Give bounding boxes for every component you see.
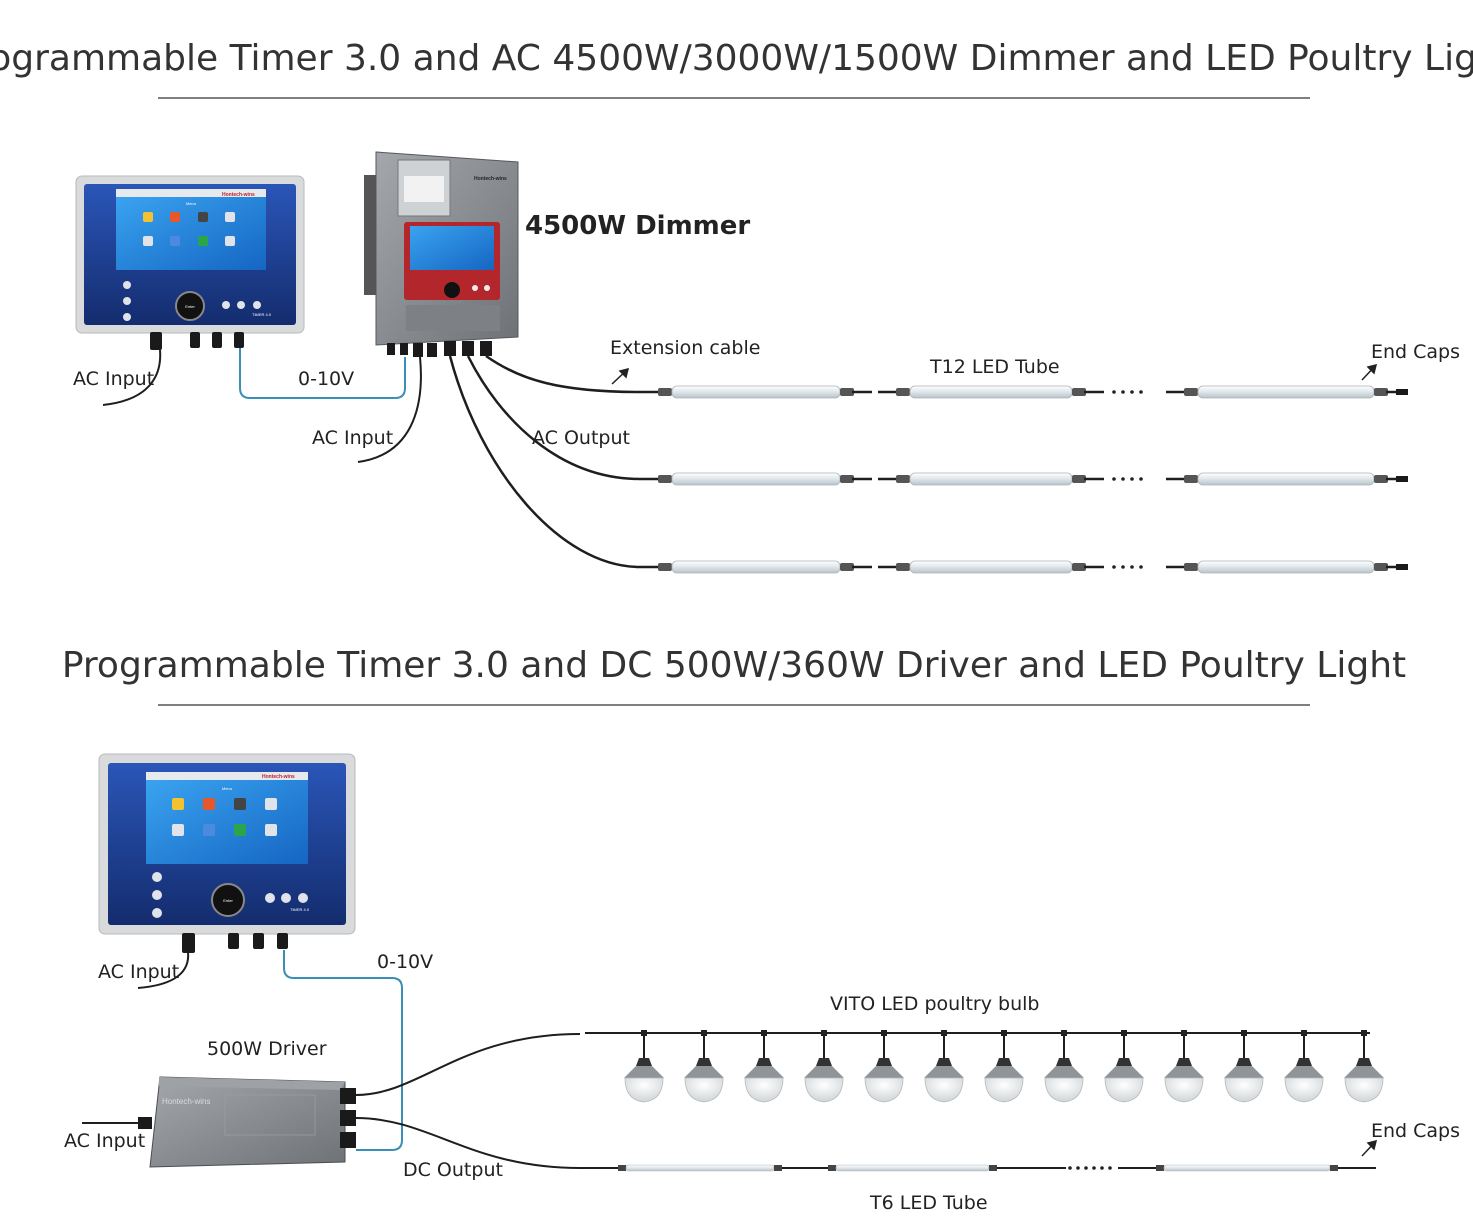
timer-1-dial xyxy=(175,291,205,321)
timer-1-ac-input-label: AC Input xyxy=(73,368,154,390)
t12-led-tube xyxy=(878,472,1104,486)
led-poultry-bulb xyxy=(744,1030,784,1103)
bulb-string xyxy=(585,1030,1384,1103)
extension-cable-label: Extension cable xyxy=(610,337,760,359)
section1-title: Programmable Timer 3.0 and AC 4500W/3000… xyxy=(0,38,1473,79)
led-poultry-bulb xyxy=(684,1030,724,1103)
section2-cables xyxy=(82,950,581,1169)
driver-label: 500W Driver xyxy=(207,1038,327,1060)
led-poultry-bulb xyxy=(1104,1030,1144,1103)
timer-2-ac-input-label: AC Input xyxy=(98,961,179,983)
continuation-dots xyxy=(1030,1166,1112,1170)
bulb-label: VITO LED poultry bulb xyxy=(830,993,1039,1015)
led-poultry-bulb xyxy=(864,1030,904,1103)
section1-cables xyxy=(102,348,641,569)
continuation-dots xyxy=(1112,477,1143,481)
led-poultry-bulb xyxy=(1224,1030,1264,1103)
t12-led-tube xyxy=(1166,385,1406,399)
led-poultry-bulb xyxy=(1164,1030,1204,1103)
timer-1-menu-title: Menu xyxy=(186,201,196,206)
led-poultry-bulb xyxy=(1284,1030,1324,1103)
timer-2-menu-title: Menu xyxy=(222,786,232,791)
timer-2-screen xyxy=(146,780,308,864)
end-caps-label-2: End Caps xyxy=(1371,1120,1460,1142)
dimmer-label: 4500W Dimmer xyxy=(525,211,750,241)
signal-0-10v-label-2: 0-10V xyxy=(377,951,433,973)
driver-brand: Hontech-wins xyxy=(162,1097,210,1106)
led-poultry-bulb xyxy=(924,1030,964,1103)
t12-tube-label: T12 LED Tube xyxy=(929,356,1060,378)
t12-led-tube xyxy=(640,385,872,399)
t6-led-tube xyxy=(790,1164,1035,1172)
signal-0-10v-label-1: 0-10V xyxy=(298,368,354,390)
continuation-dots xyxy=(1112,565,1143,569)
led-poultry-bulb xyxy=(1344,1030,1384,1103)
led-poultry-bulb xyxy=(1044,1030,1084,1103)
t12-led-tube xyxy=(1166,560,1406,574)
programmable-timer-2: Hontech-wins Menu Enter TIMER 4.0 xyxy=(98,753,356,953)
t12-led-tube xyxy=(878,560,1104,574)
timer-1-enter-label: Enter xyxy=(185,304,195,309)
timer-1-brand: Hontech-wins xyxy=(222,192,255,198)
t6-led-tube xyxy=(1118,1164,1376,1172)
end-caps-label-1: End Caps xyxy=(1371,341,1460,363)
t12-tube-rows xyxy=(640,385,1408,574)
led-poultry-bulb xyxy=(984,1030,1024,1103)
section2-arrow xyxy=(1361,1139,1378,1157)
dimmer-brand: Hontech-wins xyxy=(474,176,507,182)
section2-title: Programmable Timer 3.0 and DC 500W/360W … xyxy=(62,645,1406,686)
programmable-timer-1: Hontech-wins Menu Enter TIMER 4.0 xyxy=(75,175,305,350)
t12-led-tube xyxy=(640,560,872,574)
end-cap xyxy=(1396,564,1408,570)
timer-1-model: TIMER 4.0 xyxy=(252,312,272,317)
t6-tube-label: T6 LED Tube xyxy=(869,1192,988,1214)
timer-1-screen xyxy=(116,196,266,270)
t6-led-tube xyxy=(580,1164,820,1172)
t12-led-tube xyxy=(640,472,872,486)
dimmer-4500w: Hontech-wins xyxy=(364,151,519,357)
timer-2-dial xyxy=(211,883,245,917)
timer-2-brand: Hontech-wins xyxy=(262,774,295,780)
driver-500w: Hontech-wins xyxy=(138,1076,356,1168)
continuation-dots xyxy=(1112,390,1143,394)
end-cap xyxy=(1396,389,1408,395)
t12-led-tube xyxy=(878,385,1104,399)
dc-output-label: DC Output xyxy=(403,1159,503,1181)
ac-output-label: AC Output xyxy=(532,427,630,449)
t6-tube-row xyxy=(580,1164,1376,1172)
t12-led-tube xyxy=(1166,472,1406,486)
led-poultry-bulb xyxy=(804,1030,844,1103)
timer-2-enter-label: Enter xyxy=(223,898,233,903)
section1-arrows xyxy=(611,363,1378,385)
dimmer-ac-input-label: AC Input xyxy=(312,427,393,449)
timer-2-model: TIMER 4.0 xyxy=(290,907,310,912)
led-poultry-bulb xyxy=(624,1030,664,1103)
end-cap xyxy=(1396,476,1408,482)
driver-ac-input-label: AC Input xyxy=(64,1130,145,1152)
